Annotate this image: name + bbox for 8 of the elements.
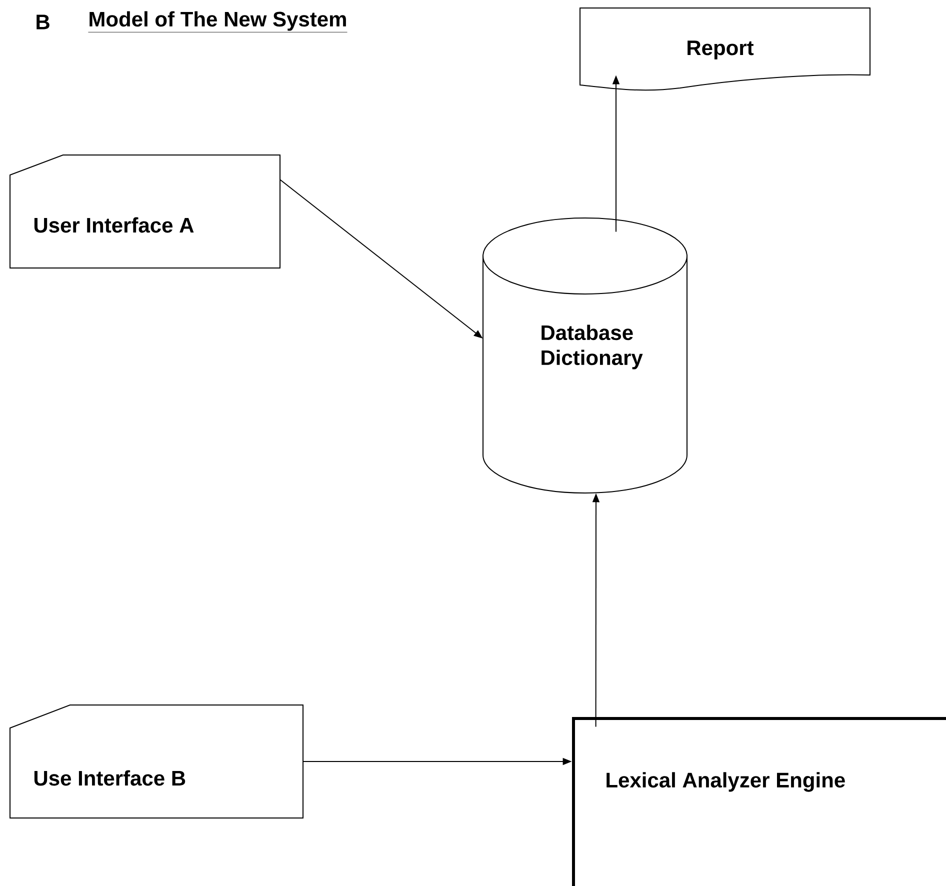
- section-letter: B: [36, 14, 50, 30]
- interface-card: Use Interface B: [10, 704, 304, 818]
- node-label: Database Dictionary: [542, 324, 643, 370]
- report-document: Report: [580, 7, 870, 91]
- database-cylinder: Database Dictionary: [482, 217, 688, 494]
- interface-card: User Interface A: [10, 154, 280, 268]
- title: Model of The New System: [88, 11, 348, 32]
- engine-box: Lexical Analyzer Engine: [572, 716, 946, 886]
